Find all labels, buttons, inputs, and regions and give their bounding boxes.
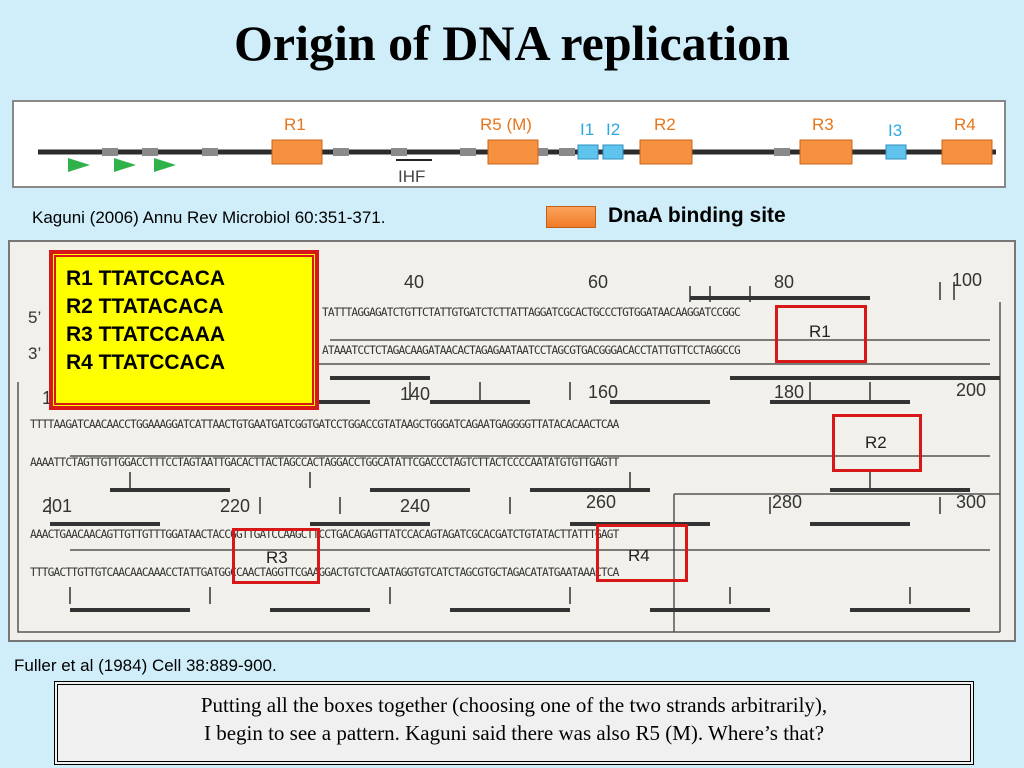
r5-site	[487, 139, 539, 165]
position-label: 1	[42, 388, 53, 408]
r4-site	[941, 139, 993, 165]
citation-kaguni: Kaguni (2006) Annu Rev Microbiol 60:351-…	[32, 208, 386, 227]
ihf-label: IHF	[398, 167, 425, 186]
r2-highlight-box	[832, 414, 922, 472]
position-label: 280	[772, 492, 803, 512]
gray-site	[559, 148, 575, 156]
green-arrow-icon	[114, 158, 136, 172]
citation-fuller: Fuller et al (1984) Cell 38:889-900.	[14, 656, 277, 675]
consensus-line-r2: R2 TTATACACA	[66, 295, 224, 318]
origin-map: R1 R5 (M) I1 I2 R2 R3 I3 R4 IHF	[12, 100, 1006, 188]
position-label: 201	[42, 496, 73, 516]
r3-box-label: R3	[266, 548, 288, 567]
note-line-1: Putting all the boxes together (choosing…	[200, 693, 828, 717]
position-label: 300	[956, 492, 987, 512]
r4-box-label: R4	[628, 546, 650, 565]
position-label: 220	[220, 496, 251, 516]
position-label: 80	[774, 272, 795, 292]
gray-site	[391, 148, 407, 156]
gray-site	[774, 148, 790, 156]
r3-highlight-box	[232, 528, 320, 584]
consensus-box: R1 TTATCCACA R2 TTATACACA R3 TTATCCAAA R…	[49, 250, 319, 410]
r1-box-label: R1	[809, 322, 831, 341]
legend-swatch	[546, 206, 596, 228]
i2-site	[602, 144, 624, 160]
sequence-line: TATTTAGGAGATCTGTTCTATTGTGATCTCTTATTAGGAT…	[322, 306, 741, 319]
green-arrow-icon	[68, 158, 90, 172]
consensus-line-r1: R1 TTATCCACA	[66, 267, 226, 290]
note-line-2: I begin to see a pattern. Kaguni said th…	[203, 721, 825, 745]
r1-label: R1	[284, 115, 306, 134]
position-label: 60	[588, 272, 609, 292]
strand-5-label: 5’	[28, 308, 42, 327]
sequence-line: ATAAATCCTCTAGACAAGATAACACTAGAGAATAATCCTA…	[322, 344, 741, 357]
consensus-line-r4: R4 TTATCCACA	[66, 351, 226, 374]
sequence-annotations	[17, 282, 1001, 633]
gray-site	[202, 148, 218, 156]
origin-map-diagram: R1 R5 (M) I1 I2 R2 R3 I3 R4 IHF	[38, 115, 996, 186]
sequence-line: AAAATTCTAGTTGTTGGACCTTTCCTAGTAATTGACACTT…	[30, 456, 619, 469]
position-label: 200	[956, 380, 987, 400]
sequence-line: AAACTGAACAACAGTTGTTGTTTGGATAACTACCGGTTGA…	[30, 528, 619, 541]
strand-3-label: 3’	[28, 344, 42, 363]
gray-site	[333, 148, 349, 156]
r1-site	[271, 139, 323, 165]
i1-label: I1	[580, 120, 594, 139]
i3-site	[885, 144, 907, 160]
gray-site	[532, 148, 548, 156]
r4-highlight-box	[596, 524, 688, 582]
r2-label: R2	[654, 115, 676, 134]
sequence-line: TTTTAAGATCAACAACCTGGAAAGGATCATTAACTGTGAA…	[30, 418, 619, 431]
gray-site	[102, 148, 118, 156]
r2-box-label: R2	[865, 433, 887, 452]
green-arrow-icon	[154, 158, 176, 172]
gray-site	[460, 148, 476, 156]
position-label: 100	[952, 270, 983, 290]
position-label: 160	[588, 382, 619, 402]
r3-label: R3	[812, 115, 834, 134]
gray-site	[142, 148, 158, 156]
position-label: 180	[774, 382, 805, 402]
i1-site	[577, 144, 599, 160]
i3-label: I3	[888, 121, 902, 140]
sequence-line: TTTGACTTGTTGTCAACAACAAACCTATTGATGGCCAACT…	[30, 566, 619, 579]
legend-label: DnaA binding site	[608, 204, 786, 227]
r4-label: R4	[954, 115, 976, 134]
position-label: 140	[400, 384, 431, 404]
page-title: Origin of DNA replication	[233, 15, 790, 71]
r5-label: R5 (M)	[480, 115, 532, 134]
r2-site	[639, 139, 693, 165]
r1-highlight-box	[775, 305, 867, 363]
consensus-line-r3: R3 TTATCCAAA	[66, 323, 226, 346]
note-box: Putting all the boxes together (choosing…	[54, 681, 974, 765]
position-label: 260	[586, 492, 617, 512]
position-label: 240	[400, 496, 431, 516]
r3-site	[799, 139, 853, 165]
i2-label: I2	[606, 120, 620, 139]
position-label: 40	[404, 272, 425, 292]
